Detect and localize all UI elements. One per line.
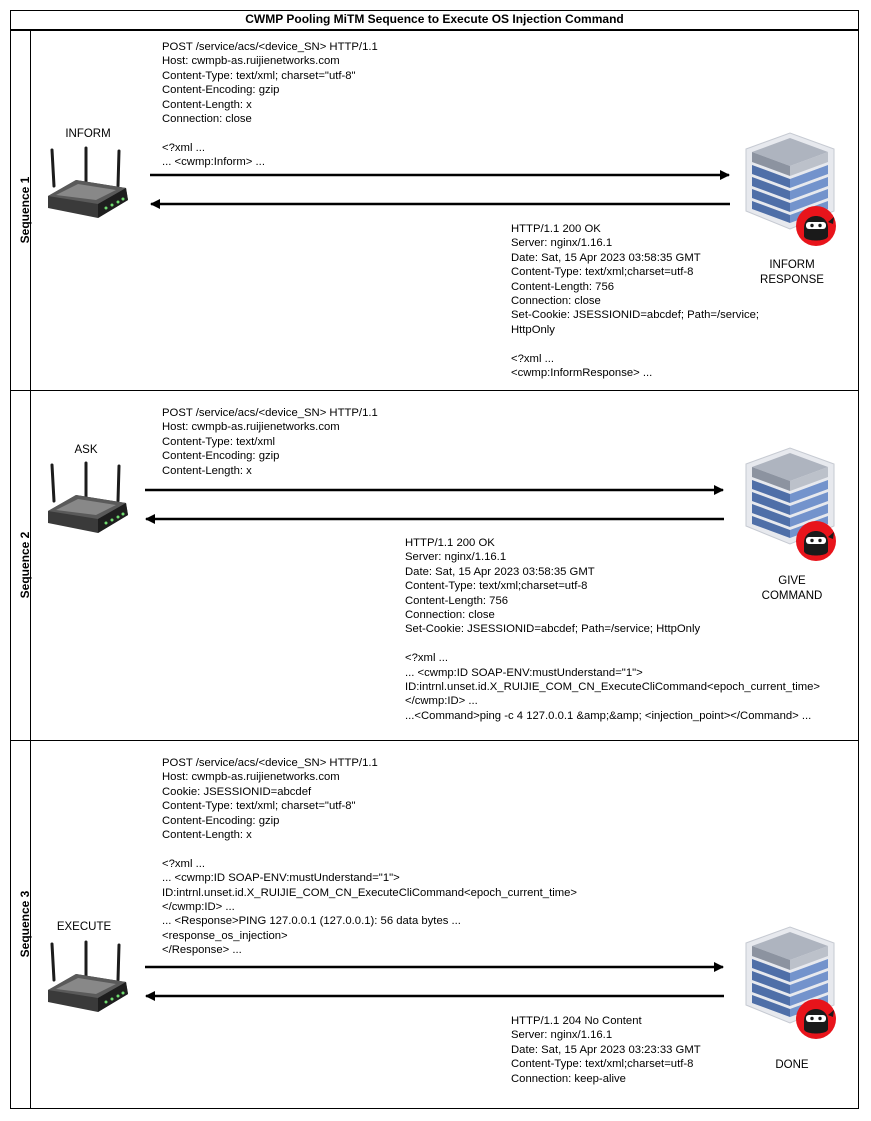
router-icon [46,940,130,1014]
response-message-sequence-3: HTTP/1.1 204 No Content Server: nginx/1.… [511,1015,701,1085]
ninja-attacker-icon [796,521,836,561]
router-icon [46,146,130,220]
device-label-sequence-2: ASK [74,444,98,456]
request-message-sequence-2: POST /service/acs/<device_SN> HTTP/1.1 H… [162,407,378,477]
router-icon [46,461,130,535]
device-label-sequence-1: INFORM [65,128,111,140]
ninja-attacker-icon [796,999,836,1039]
response-message-sequence-1: HTTP/1.1 200 OK Server: nginx/1.16.1 Dat… [511,223,760,380]
sequence-2-header [10,390,31,740]
request-message-sequence-3: POST /service/acs/<device_SN> HTTP/1.1 H… [162,757,578,957]
server-label-sequence-2: GIVE COMMAND [761,575,823,602]
ninja-attacker-icon [796,206,836,246]
sequence-1-header [10,30,31,390]
sequence-1-lane [10,30,859,390]
request-message-sequence-1: POST /service/acs/<device_SN> HTTP/1.1 H… [162,41,378,169]
server-label-sequence-1: INFORM RESPONSE [760,259,824,286]
sequence-3-header [10,740,31,1109]
response-message-sequence-2: HTTP/1.1 200 OK Server: nginx/1.16.1 Dat… [405,537,821,722]
sequence-2-lane [10,390,859,740]
diagram-title: CWMP Pooling MiTM Sequence to Execute OS… [10,10,859,30]
diagram-frame [10,10,859,1109]
device-label-sequence-3: EXECUTE [56,921,112,933]
sequence-3-lane [10,740,859,1109]
server-label-sequence-3: DONE [775,1059,809,1071]
